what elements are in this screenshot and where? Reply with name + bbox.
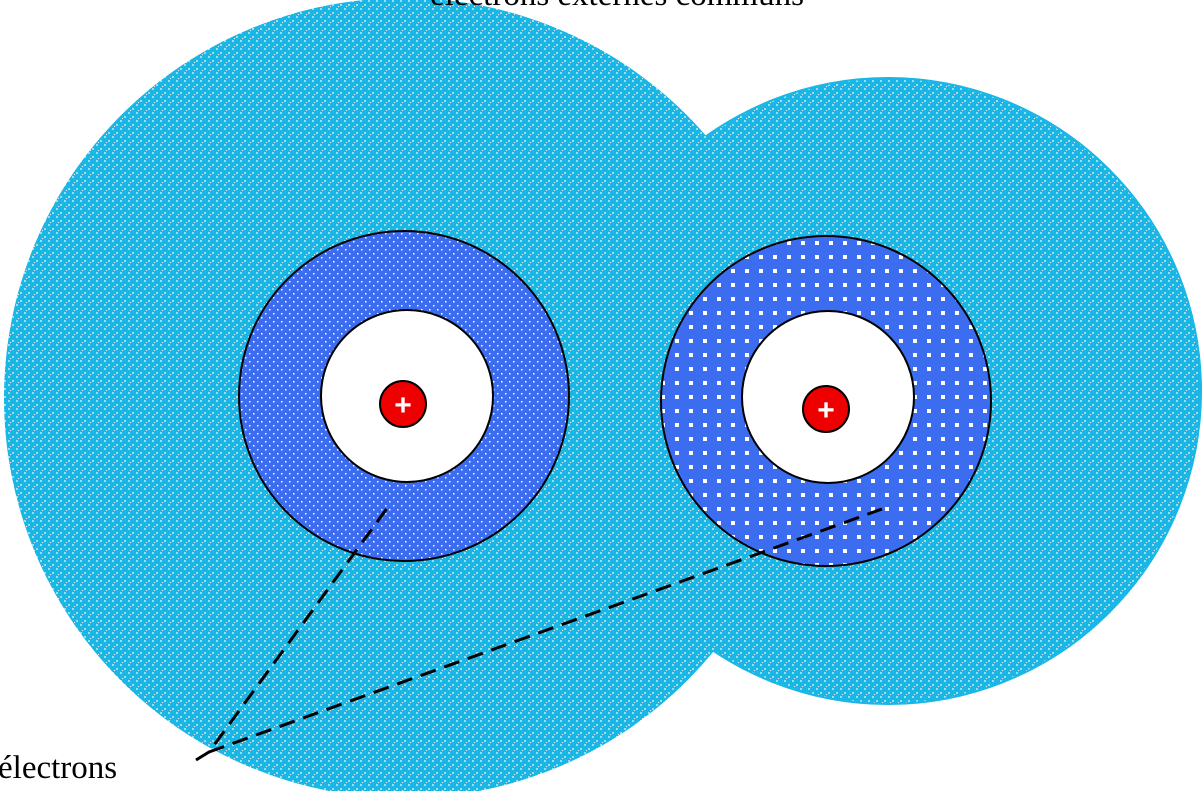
atom-right: + bbox=[661, 236, 991, 566]
atom-left: + bbox=[239, 231, 569, 561]
top-label: électrons externes communs bbox=[430, 0, 804, 13]
electrons-label: électrons bbox=[0, 750, 117, 786]
outer-electron-cloud bbox=[4, 0, 1201, 791]
nucleus-left-charge: + bbox=[394, 389, 412, 422]
nucleus-right-charge: + bbox=[817, 394, 835, 427]
